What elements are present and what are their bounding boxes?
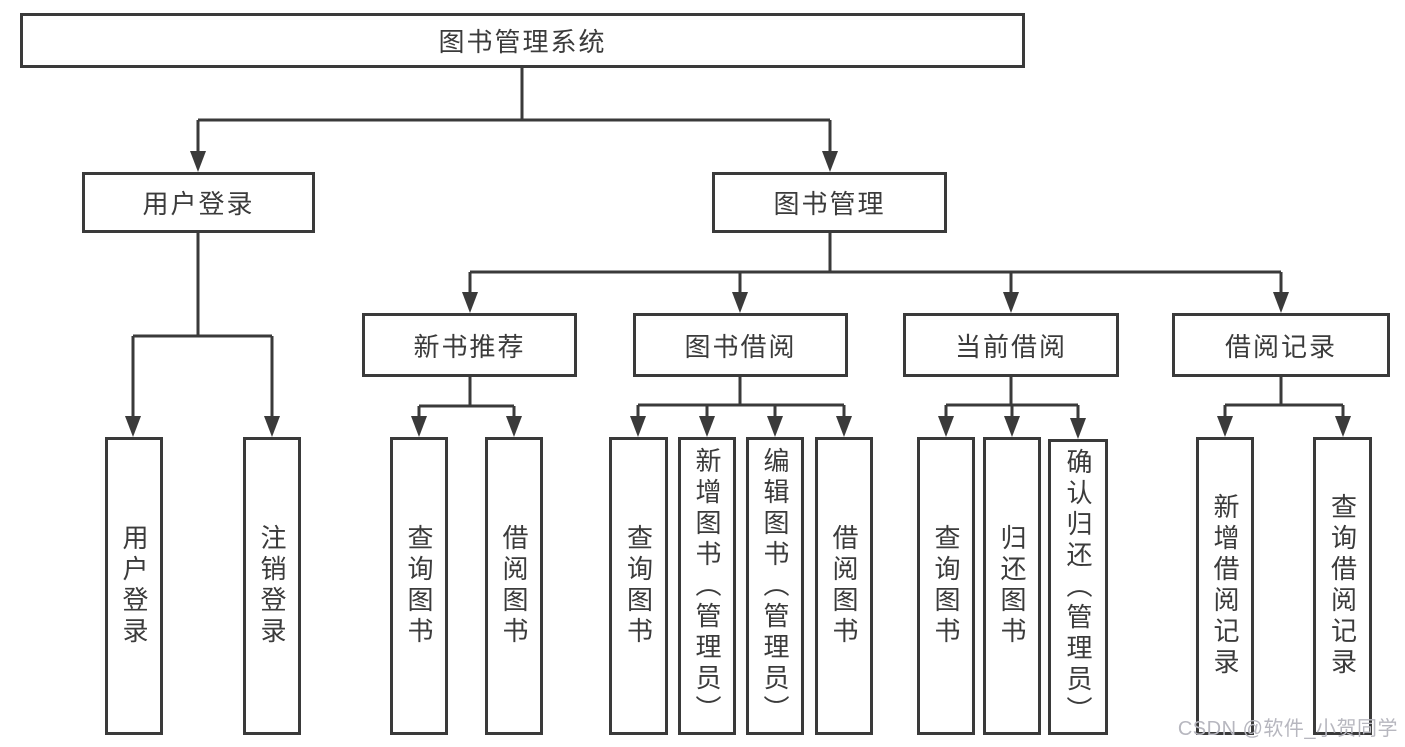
leaf-logout: 注销登录 xyxy=(243,437,301,735)
leaf-query-borrow-record: 查询借阅记录 xyxy=(1313,437,1372,735)
leaf-query-book-current: 查询图书 xyxy=(917,437,975,735)
leaf-query-book-borrowing: 查询图书 xyxy=(609,437,668,735)
leaf-add-borrow-record: 新增借阅记录 xyxy=(1196,437,1254,735)
node-label: 借阅记录 xyxy=(1224,331,1337,362)
node-label: 用户登录 xyxy=(142,189,255,219)
leaf-edit-book-admin: 编辑图书（管理员） xyxy=(746,437,804,735)
leaf-label: 新增图书（管理员） xyxy=(692,446,722,726)
node-new-book-recommend: 新书推荐 xyxy=(362,313,577,377)
node-book-management: 图书管理 xyxy=(712,172,947,233)
leaf-add-book-admin: 新增图书（管理员） xyxy=(678,437,736,735)
leaf-label: 编辑图书（管理员） xyxy=(760,446,790,726)
node-label: 图书管理 xyxy=(773,189,886,219)
leaf-label: 查询图书 xyxy=(623,524,654,648)
leaf-borrow-book-recommend: 借阅图书 xyxy=(485,437,543,735)
leaf-label: 查询图书 xyxy=(931,524,961,648)
node-label: 当前借阅 xyxy=(954,331,1067,362)
node-label: 图书借阅 xyxy=(684,331,797,362)
leaf-label: 注销登录 xyxy=(257,524,287,648)
leaf-query-book-recommend: 查询图书 xyxy=(390,437,448,735)
watermark-text: CSDN @软件_小贺同学 xyxy=(1177,718,1398,740)
leaf-user-login: 用户登录 xyxy=(105,437,163,735)
leaf-label: 用户登录 xyxy=(119,524,149,648)
node-borrowing-records: 借阅记录 xyxy=(1172,313,1390,377)
node-book-borrowing: 图书借阅 xyxy=(633,313,848,377)
leaf-borrow-book-borrowing: 借阅图书 xyxy=(815,437,873,735)
node-label: 图书管理系统 xyxy=(438,27,607,57)
node-current-borrowing: 当前借阅 xyxy=(903,313,1119,377)
node-user-login-group: 用户登录 xyxy=(82,172,315,233)
leaf-label: 查询借阅记录 xyxy=(1327,493,1358,679)
leaf-label: 新增借阅记录 xyxy=(1210,493,1240,679)
leaf-label: 借阅图书 xyxy=(829,524,859,648)
leaf-label: 归还图书 xyxy=(997,524,1027,648)
leaf-return-book: 归还图书 xyxy=(983,437,1041,735)
leaf-label: 借阅图书 xyxy=(499,524,529,648)
leaf-confirm-return-admin: 确认归还（管理员） xyxy=(1048,439,1108,735)
leaf-label: 确认归还（管理员） xyxy=(1063,447,1093,727)
node-root: 图书管理系统 xyxy=(20,13,1025,68)
node-label: 新书推荐 xyxy=(413,331,526,362)
leaf-label: 查询图书 xyxy=(404,524,434,648)
